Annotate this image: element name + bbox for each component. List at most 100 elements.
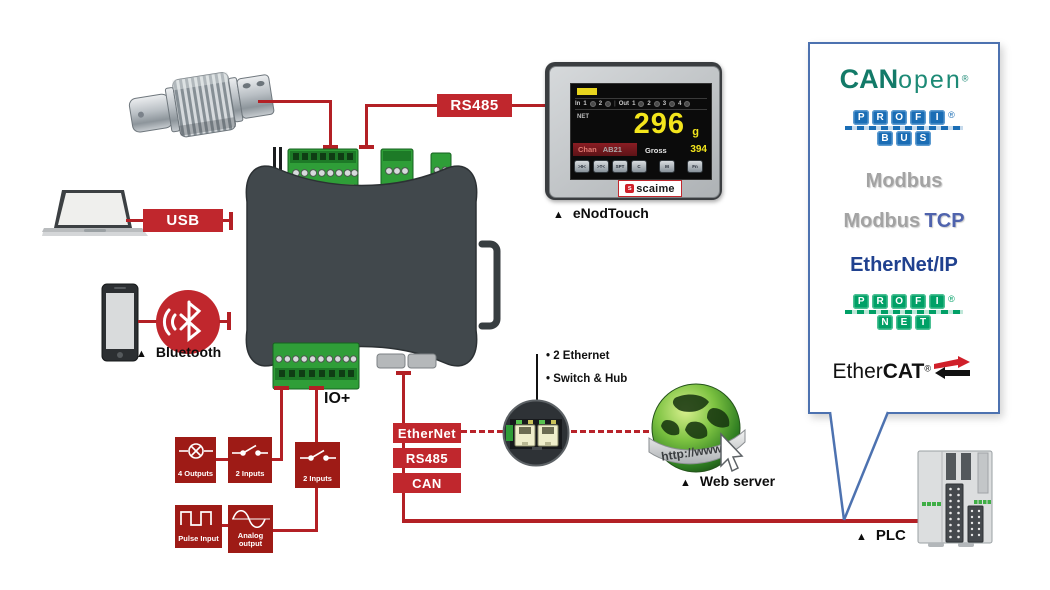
ethernet-text: EtherNet — [397, 425, 457, 441]
web-server-caption: ▲ Web server — [680, 473, 775, 489]
chan-label: Chan — [578, 145, 597, 154]
zero-button[interactable]: >0< — [574, 160, 590, 173]
laptop-image — [42, 190, 148, 236]
modbus-tcp-logo: Modbus TCP — [843, 210, 965, 232]
net-label: NET — [577, 114, 589, 120]
plc-caption-text: PLC — [875, 527, 906, 544]
usb-wire-left — [126, 219, 143, 222]
io-box-analog-output: Analog output — [228, 505, 273, 553]
io-link-4 — [273, 529, 318, 532]
io-link-2 — [272, 458, 283, 461]
display-bezel: In 1 2 | Out 1 2 3 4 NET 296 g Chan AB21 — [549, 66, 720, 198]
io-wire-vertical-3 — [315, 488, 318, 532]
signal-wave-icon — [170, 313, 177, 331]
inputs2b-label: 2 Inputs — [303, 474, 332, 484]
io-link-1 — [216, 458, 228, 461]
weight-value: 296 — [633, 108, 685, 140]
io-indicator-row: In 1 2 | Out 1 2 3 4 — [575, 98, 707, 110]
profibus-logo: P R O F I ® B U S — [810, 110, 998, 146]
menu-button[interactable]: M — [659, 160, 675, 173]
usb-text: USB — [166, 212, 200, 229]
profinet-reg: ® — [948, 294, 955, 304]
out1-led — [638, 101, 645, 107]
io-plus-label: IO+ — [324, 390, 351, 407]
bluetooth-caption-text: Bluetooth — [155, 344, 222, 360]
analog-label: Analog output — [238, 531, 263, 549]
gross-label: Gross — [645, 146, 667, 155]
analog-label-line2: output — [238, 539, 263, 549]
bluetooth-wire-right — [219, 320, 229, 323]
loadcell-wire-cap — [323, 145, 338, 149]
spt-button[interactable]: SPT — [612, 160, 628, 173]
tare-button[interactable]: >T< — [593, 160, 609, 173]
enod-transmitter-image — [245, 147, 501, 390]
touch-button-row: >0< >T< SPT C M Fn — [574, 160, 703, 173]
ethernet-ip-logo: EtherNet/IP — [850, 254, 958, 276]
profinet-row2: N E T — [810, 315, 998, 330]
io-box-2-inputs-a: 2 Inputs — [228, 437, 272, 483]
can-text: CAN — [412, 475, 442, 491]
enodtouch-display: In 1 2 | Out 1 2 3 4 NET 296 g Chan AB21 — [545, 62, 722, 200]
triangle-marker: ▲ — [553, 209, 564, 221]
can-label: CAN — [393, 473, 461, 493]
bottom-ethernet-ports — [376, 353, 437, 369]
rs485-wire-horizontal — [365, 104, 437, 107]
enodtouch-caption-text: eNodTouch — [572, 205, 649, 221]
canopen-reg: ® — [961, 73, 969, 84]
ethernet-ports-image — [502, 399, 570, 467]
web-server-caption-text: Web server — [699, 473, 776, 489]
gross-value: 394 — [690, 144, 707, 155]
usb-wire-right — [223, 219, 231, 222]
device-body — [245, 165, 478, 367]
ethernet-label: EtherNet — [393, 423, 461, 443]
square-wave-icon — [179, 511, 212, 526]
triangle-marker: ▲ — [136, 348, 147, 360]
scaime-logo: s scaime — [618, 180, 682, 197]
fn-button[interactable]: Fn — [687, 160, 703, 173]
lamp-output-icon — [178, 443, 213, 459]
bluetooth-badge — [156, 290, 220, 354]
bluetooth-caption: ▲ Bluetooth — [136, 344, 221, 360]
clear-button[interactable]: C — [631, 160, 647, 173]
triangle-marker: ▲ — [856, 531, 867, 543]
out1-label: 1 — [632, 101, 636, 107]
dashed-link-right — [571, 430, 649, 433]
triangle-marker: ▲ — [680, 477, 691, 489]
profibus-reg: ® — [948, 110, 955, 120]
io-box-4-outputs: 4 Outputs — [175, 437, 216, 483]
rs485-wire-vertical — [365, 104, 368, 147]
pulse-label: Pulse Input — [178, 534, 219, 544]
display-screen: In 1 2 | Out 1 2 3 4 NET 296 g Chan AB21 — [570, 83, 712, 180]
ethercat-reg: ® — [924, 363, 931, 374]
loadcell-wire-vertical — [329, 100, 332, 147]
plc-wire-horizontal — [402, 519, 918, 523]
fieldbus-wire-cap — [396, 371, 411, 375]
canopen-can-text: CAN — [839, 64, 899, 94]
profinet-comb — [845, 310, 963, 314]
io-wire-cap-1 — [274, 386, 289, 390]
io-box-2-inputs-b: 2 Inputs — [295, 442, 340, 488]
in1-label: 1 — [583, 101, 587, 107]
loadcell-wire-horizontal — [258, 100, 332, 103]
in-label: In — [575, 101, 581, 107]
ethercat-logo: EtherCAT® — [810, 355, 998, 386]
rs485-wire-to-display — [512, 104, 546, 107]
out3-led — [669, 101, 676, 107]
outputs4-label: 4 Outputs — [178, 469, 213, 479]
din-rail-clip — [478, 240, 501, 330]
out3-label: 3 — [662, 101, 667, 107]
inputs2a-label: 2 Inputs — [235, 469, 265, 479]
bluetooth-icon — [179, 300, 202, 343]
protocol-panel: CANopen® P R O F I ® B U S Modbus Modbus… — [808, 42, 1000, 414]
canopen-logo: CANopen® — [810, 64, 998, 95]
io-box-pulse-input: Pulse Input — [175, 505, 222, 548]
bottom-terminal-block — [272, 342, 360, 390]
ethernet-note-line2: • Switch & Hub — [546, 373, 628, 385]
usb-label: USB — [143, 209, 223, 232]
status-chip — [577, 88, 597, 95]
channel-bar[interactable]: Chan AB21 — [573, 143, 637, 156]
bubble-pointer — [828, 410, 890, 521]
io-link-3 — [222, 524, 228, 527]
scaime-text: scaime — [636, 182, 675, 195]
